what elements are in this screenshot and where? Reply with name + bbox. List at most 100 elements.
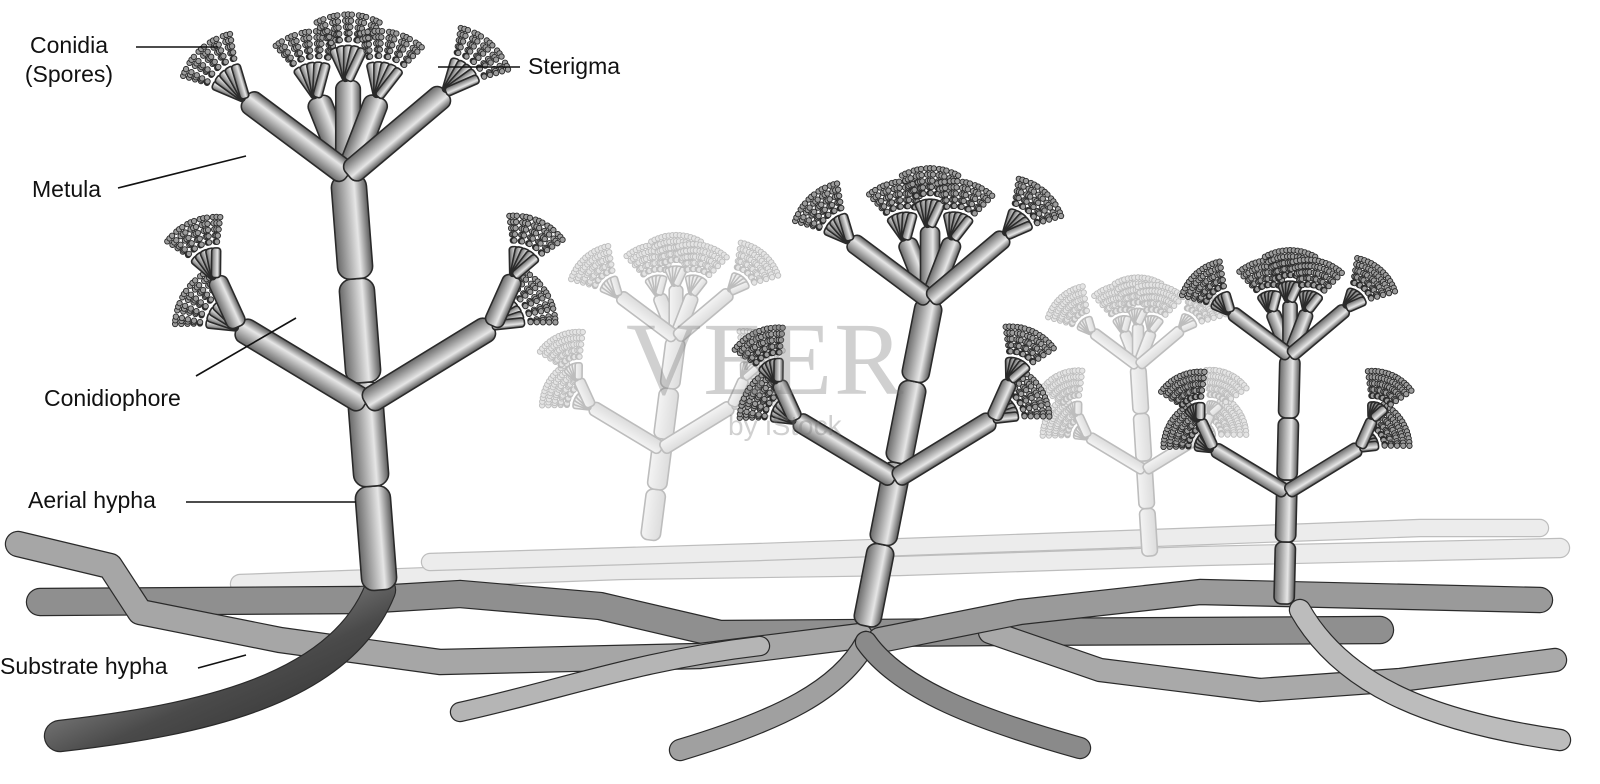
spore bbox=[888, 199, 896, 206]
phialide bbox=[655, 274, 668, 296]
spore bbox=[324, 27, 331, 35]
spore bbox=[226, 30, 234, 38]
phialide bbox=[344, 47, 367, 83]
spore bbox=[365, 41, 373, 48]
spore bbox=[576, 353, 583, 360]
spore bbox=[360, 19, 368, 27]
spore bbox=[334, 18, 342, 25]
spore bbox=[833, 180, 841, 187]
spore bbox=[334, 12, 341, 19]
spore bbox=[1077, 379, 1084, 387]
spore bbox=[604, 242, 612, 250]
spore bbox=[533, 319, 540, 326]
watermark-byline: by iStock bbox=[728, 410, 842, 441]
spore bbox=[1220, 282, 1227, 290]
spore bbox=[971, 210, 978, 217]
spore bbox=[723, 254, 730, 261]
spore bbox=[1020, 183, 1027, 190]
spore bbox=[512, 224, 519, 232]
spore bbox=[375, 52, 383, 59]
spore bbox=[181, 246, 188, 253]
spore bbox=[1199, 381, 1206, 388]
spore bbox=[1017, 189, 1025, 196]
spore bbox=[377, 40, 384, 47]
spore bbox=[1079, 283, 1086, 290]
phialide-cell bbox=[1084, 315, 1096, 334]
spore bbox=[549, 243, 556, 250]
spore bbox=[609, 267, 616, 274]
spore bbox=[316, 52, 323, 60]
spore bbox=[1325, 282, 1332, 290]
spore bbox=[1033, 413, 1041, 420]
spore bbox=[1232, 391, 1240, 399]
spore bbox=[524, 220, 532, 227]
spore bbox=[178, 314, 186, 322]
spore bbox=[194, 229, 202, 237]
spore bbox=[191, 245, 198, 252]
spore bbox=[919, 178, 926, 185]
stalk-cell-cell bbox=[1132, 412, 1153, 462]
spore bbox=[195, 57, 202, 65]
spore bbox=[1236, 431, 1244, 438]
spore bbox=[306, 34, 313, 42]
spore bbox=[927, 189, 934, 197]
phialide bbox=[230, 63, 250, 100]
stalk-cell-cell bbox=[640, 488, 667, 542]
spore bbox=[1216, 312, 1223, 320]
spore bbox=[193, 72, 200, 79]
spore bbox=[345, 36, 353, 43]
spore bbox=[195, 282, 203, 289]
phialide-cell bbox=[729, 281, 750, 296]
spore bbox=[347, 17, 355, 24]
label-conidia-text: Conidia bbox=[30, 32, 108, 58]
substrate-hypha bbox=[856, 632, 1090, 758]
phialide bbox=[574, 361, 583, 381]
spore bbox=[484, 46, 491, 53]
spore bbox=[389, 42, 396, 49]
spore bbox=[215, 41, 222, 48]
spore bbox=[348, 11, 355, 18]
spore bbox=[477, 33, 485, 40]
spore bbox=[213, 35, 220, 43]
spore bbox=[531, 309, 539, 316]
spore bbox=[1230, 431, 1237, 438]
spore bbox=[185, 250, 193, 258]
spore bbox=[207, 296, 215, 303]
substrate-hypha bbox=[451, 637, 769, 721]
spore bbox=[836, 192, 843, 199]
spore bbox=[714, 262, 722, 270]
spore bbox=[905, 169, 912, 176]
spore bbox=[328, 39, 335, 46]
spore bbox=[951, 196, 959, 203]
stalk-cell-cell bbox=[354, 485, 398, 592]
spore bbox=[182, 65, 190, 73]
spore bbox=[492, 56, 500, 63]
spore bbox=[204, 226, 212, 234]
spore bbox=[1387, 401, 1394, 408]
spore bbox=[1387, 442, 1395, 449]
spore bbox=[188, 240, 195, 247]
spore bbox=[763, 275, 770, 283]
phialide-cell bbox=[742, 365, 759, 382]
label-conidiophore: Conidiophore bbox=[44, 385, 181, 411]
spore bbox=[1338, 269, 1345, 277]
stalk-cell bbox=[901, 298, 943, 384]
foreground-fungi bbox=[43, 11, 1415, 753]
spore bbox=[554, 240, 561, 247]
spore bbox=[217, 214, 224, 221]
spore bbox=[1392, 397, 1400, 405]
spore bbox=[293, 37, 300, 45]
stalk-cell bbox=[1277, 355, 1301, 419]
spore bbox=[1406, 442, 1413, 449]
spore bbox=[1051, 214, 1059, 221]
spore bbox=[928, 183, 935, 191]
spore bbox=[296, 49, 304, 57]
spore bbox=[192, 277, 199, 284]
spore bbox=[479, 50, 487, 57]
spore bbox=[1217, 264, 1224, 271]
spore bbox=[513, 218, 520, 226]
spore bbox=[1019, 203, 1027, 210]
spore bbox=[498, 53, 505, 60]
spore bbox=[1040, 218, 1047, 225]
